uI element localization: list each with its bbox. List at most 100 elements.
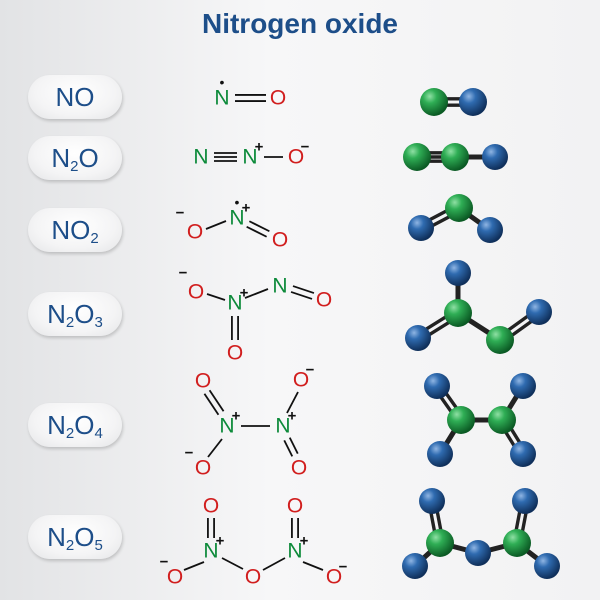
atom-oxygen: O: [293, 369, 309, 392]
single-bond: [183, 561, 205, 571]
radical-dot: •: [220, 74, 225, 90]
positive-charge: +: [232, 408, 241, 425]
atom-nitrogen: N: [193, 146, 208, 169]
oxygen-ball: [459, 88, 487, 116]
formula-subscript: 3: [94, 313, 103, 331]
nitrogen-ball: [441, 143, 469, 171]
formula-n2o5: N2O5: [28, 515, 122, 559]
formula-symbol: N: [47, 298, 66, 329]
double-bond: [208, 389, 225, 412]
positive-charge: +: [216, 533, 225, 550]
atom-oxygen: O: [203, 495, 219, 518]
double-bond: [290, 291, 313, 300]
oxygen-ball: [408, 215, 434, 241]
positive-charge: +: [255, 139, 264, 156]
double-bond: [246, 225, 268, 238]
nitrogen-ball: [486, 326, 514, 354]
oxygen-ball: [482, 144, 508, 170]
nitrogen-ball: [503, 529, 531, 557]
double-bond: [283, 439, 294, 457]
single-bond: [286, 391, 299, 414]
negative-charge: −: [185, 445, 194, 462]
negative-charge: −: [306, 362, 315, 379]
nitrogen-ball: [420, 88, 448, 116]
atom-oxygen: O: [272, 229, 288, 252]
nitrogen-ball: [447, 406, 475, 434]
formula-n2o4: N2O4: [28, 403, 122, 447]
formula-no2: NO2: [28, 208, 122, 252]
nitrogen-ball: [426, 529, 454, 557]
atom-oxygen: O: [316, 289, 332, 312]
single-bond: [244, 288, 269, 299]
formula-text: N2O4: [47, 409, 103, 442]
formula-text: N2O3: [47, 298, 103, 331]
positive-charge: +: [300, 533, 309, 550]
formula-subscript: 4: [94, 424, 103, 442]
atom-nitrogen: N: [214, 87, 229, 110]
atom-nitrogen: N: [275, 415, 290, 438]
page-title: Nitrogen oxide: [201, 8, 398, 39]
nitrogen-ball: [403, 143, 431, 171]
oxygen-ball: [526, 299, 552, 325]
oxygen-ball: [465, 540, 491, 566]
formula-subscript: 2: [65, 313, 75, 331]
formula-subscript: 2: [90, 229, 99, 247]
negative-charge: −: [160, 554, 169, 571]
double-bond: [203, 393, 220, 416]
formula-subscript: 2: [65, 424, 75, 442]
formula-text: NO: [55, 82, 94, 113]
atom-oxygen: O: [195, 370, 211, 393]
single-bond: [302, 561, 324, 571]
formula-symbol: O: [70, 214, 91, 245]
atom-nitrogen: N: [219, 415, 234, 438]
double-bond: [288, 437, 299, 455]
oxygen-ball: [424, 373, 450, 399]
single-bond: [221, 557, 244, 570]
atom-nitrogen: N: [227, 292, 242, 315]
atom-oxygen: O: [188, 281, 204, 304]
formula-symbol: N: [47, 409, 66, 440]
double-bond: [292, 285, 315, 294]
formula-symbol: N: [51, 142, 71, 173]
atom-oxygen: O: [195, 457, 211, 480]
atom-oxygen: O: [167, 566, 183, 589]
radical-dot: •: [235, 194, 240, 210]
formula-subscript: 5: [94, 536, 103, 554]
formula-text: NO2: [51, 214, 99, 247]
formula-no: NO: [28, 75, 122, 119]
formula-symbol: O: [74, 521, 95, 552]
formula-symbol: N: [55, 81, 75, 112]
formula-text: N2O5: [47, 521, 103, 554]
atom-oxygen: O: [291, 457, 307, 480]
single-bond: [262, 557, 286, 571]
oxygen-ball: [427, 441, 453, 467]
formula-n2o3: N2O3: [28, 292, 122, 336]
single-bond: [206, 293, 226, 301]
formula-text: N2O: [51, 142, 99, 175]
oxygen-ball: [445, 260, 471, 286]
single-bond: [205, 220, 227, 230]
atom-nitrogen: N: [272, 275, 287, 298]
atom-oxygen: O: [270, 87, 286, 110]
oxygen-ball: [534, 553, 560, 579]
atom-nitrogen: N: [287, 540, 302, 563]
formula-symbol: O: [78, 142, 99, 173]
nitrogen-ball: [488, 406, 516, 434]
atom-oxygen: O: [245, 566, 261, 589]
atom-oxygen: O: [227, 342, 243, 365]
nitrogen-ball: [445, 194, 473, 222]
structural-bonds: [183, 94, 324, 571]
positive-charge: +: [242, 200, 251, 217]
formula-symbol: O: [74, 409, 95, 440]
oxygen-ball: [402, 553, 428, 579]
negative-charge: −: [301, 139, 310, 156]
atom-oxygen: O: [287, 495, 303, 518]
formula-symbol: O: [74, 298, 95, 329]
positive-charge: +: [288, 408, 297, 425]
negative-charge: −: [176, 205, 185, 222]
ball-stick-atoms: [402, 88, 560, 579]
atom-oxygen: O: [288, 146, 304, 169]
oxygen-ball: [510, 373, 536, 399]
formula-symbol: N: [47, 521, 66, 552]
nitrogen-ball: [444, 299, 472, 327]
